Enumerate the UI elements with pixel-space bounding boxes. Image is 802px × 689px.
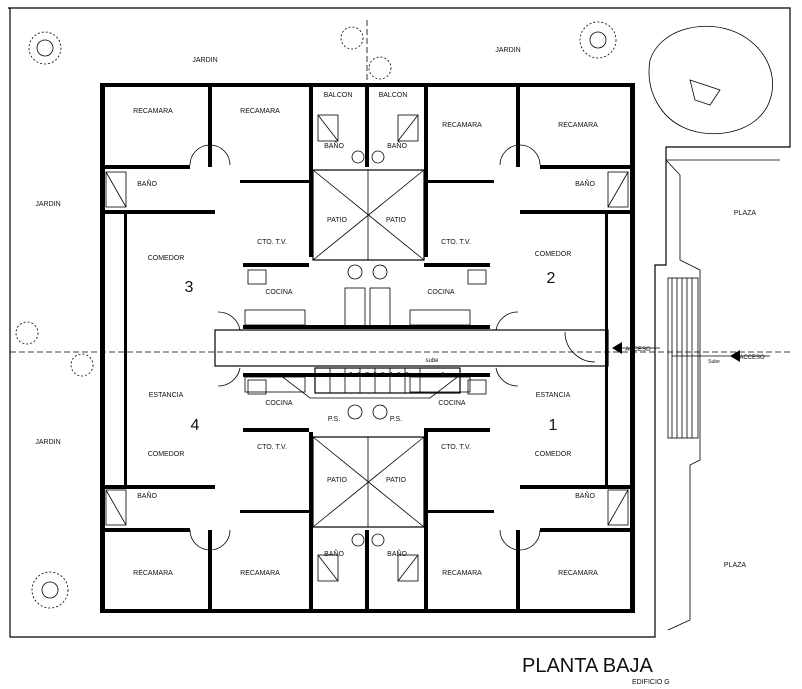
stair-step-numbers: 9 8 7 6 5 4 3 2 1 bbox=[349, 372, 445, 379]
label-ps-right: P.S. bbox=[390, 416, 402, 423]
svg-text:3: 3 bbox=[397, 372, 401, 379]
stairs-label: sube bbox=[425, 358, 439, 364]
plan-title: PLANTA BAJA bbox=[522, 655, 653, 677]
bathroom-fixtures bbox=[105, 114, 629, 582]
north-wall bbox=[100, 83, 635, 87]
svg-text:1: 1 bbox=[441, 372, 445, 379]
label-bano-w2: BAÑO bbox=[137, 491, 157, 500]
label-jardin-south-west: JARDIN bbox=[35, 439, 60, 446]
label-patio-nl: PATIO bbox=[327, 217, 348, 224]
label-recamara-nw2: RECAMARA bbox=[240, 108, 280, 115]
label-comedor-4: COMEDOR bbox=[148, 451, 185, 458]
label-estancia-1: ESTANCIA bbox=[536, 392, 571, 399]
label-ctotv-sw: CTO. T.V. bbox=[257, 444, 287, 451]
label-recamara-ne2: RECAMARA bbox=[558, 122, 598, 129]
unit-number-2: 2 bbox=[547, 270, 556, 287]
unit-number-4: 4 bbox=[191, 417, 200, 434]
access-arrow-street bbox=[672, 350, 770, 362]
site-boundary bbox=[8, 7, 791, 638]
plan-subtitle: EDIFICIO G bbox=[632, 679, 670, 686]
unit-number-3: 3 bbox=[185, 279, 194, 296]
label-recamara-se1: RECAMARA bbox=[442, 570, 482, 577]
west-wall bbox=[100, 83, 105, 613]
label-comedor-1: COMEDOR bbox=[535, 451, 572, 458]
svg-text:9: 9 bbox=[349, 372, 353, 379]
access-label-main: ACCESO bbox=[625, 347, 651, 353]
tree-icon bbox=[579, 21, 617, 59]
access-label-street: ACCESO bbox=[739, 355, 765, 361]
tree-icon bbox=[31, 571, 69, 609]
label-jardin-north: JARDIN bbox=[192, 57, 217, 64]
label-recamara-ne1: RECAMARA bbox=[442, 122, 482, 129]
label-jardin-north-east: JARDIN bbox=[495, 47, 520, 54]
label-estancia-4: ESTANCIA bbox=[149, 392, 184, 399]
interior-walls bbox=[100, 87, 632, 612]
svg-text:6: 6 bbox=[373, 372, 377, 379]
ramp-label: Sube bbox=[708, 359, 720, 365]
svg-text:5: 5 bbox=[381, 372, 385, 379]
kitchen-fixtures bbox=[244, 264, 487, 420]
tree-icon bbox=[648, 25, 773, 135]
label-bano-s1: BAÑO bbox=[324, 549, 344, 558]
patio-north bbox=[312, 169, 425, 261]
svg-text:4: 4 bbox=[389, 372, 393, 379]
tree-icon bbox=[28, 31, 62, 65]
label-ctotv-nw: CTO. T.V. bbox=[257, 239, 287, 246]
label-cocina-2: COCINA bbox=[427, 289, 455, 296]
label-balcon-right: BALCON bbox=[379, 92, 408, 99]
tree-icon bbox=[15, 321, 94, 377]
label-comedor-2: COMEDOR bbox=[535, 251, 572, 258]
label-patio-sr: PATIO bbox=[386, 477, 407, 484]
label-comedor-3: COMEDOR bbox=[148, 255, 185, 262]
label-patio-sl: PATIO bbox=[327, 477, 348, 484]
label-bano-n2: BAÑO bbox=[387, 141, 407, 150]
label-ctotv-ne: CTO. T.V. bbox=[441, 239, 471, 246]
label-balcon-left: BALCON bbox=[324, 92, 353, 99]
unit-number-1: 1 bbox=[549, 417, 558, 434]
label-bano-w1: BAÑO bbox=[137, 179, 157, 188]
label-cocina-3: COCINA bbox=[265, 289, 293, 296]
stairs bbox=[279, 367, 461, 399]
patio-south bbox=[312, 436, 425, 528]
label-ps-left: P.S. bbox=[328, 416, 340, 423]
label-bano-n1: BAÑO bbox=[324, 141, 344, 150]
label-recamara-se2: RECAMARA bbox=[558, 570, 598, 577]
door-swings bbox=[189, 144, 596, 551]
access-steps bbox=[667, 277, 699, 439]
central-corridor bbox=[214, 329, 609, 367]
label-plaza-north: PLAZA bbox=[734, 210, 757, 217]
label-recamara-nw1: RECAMARA bbox=[133, 108, 173, 115]
svg-text:7: 7 bbox=[365, 372, 369, 379]
label-cocina-4: COCINA bbox=[265, 400, 293, 407]
plaza-edge-path bbox=[665, 159, 701, 631]
svg-text:8: 8 bbox=[357, 372, 361, 379]
label-bano-e2: BAÑO bbox=[575, 491, 595, 500]
label-patio-nr: PATIO bbox=[386, 217, 407, 224]
label-cocina-1: COCINA bbox=[438, 400, 466, 407]
label-plaza-south: PLAZA bbox=[724, 562, 747, 569]
tree-icon bbox=[340, 26, 392, 80]
label-recamara-sw1: RECAMARA bbox=[133, 570, 173, 577]
label-bano-s2: BAÑO bbox=[387, 549, 407, 558]
label-recamara-sw2: RECAMARA bbox=[240, 570, 280, 577]
svg-text:2: 2 bbox=[405, 372, 409, 379]
label-jardin-west: JARDIN bbox=[35, 201, 60, 208]
label-bano-e1: BAÑO bbox=[575, 179, 595, 188]
label-ctotv-se: CTO. T.V. bbox=[441, 444, 471, 451]
access-arrow-main bbox=[612, 342, 660, 354]
